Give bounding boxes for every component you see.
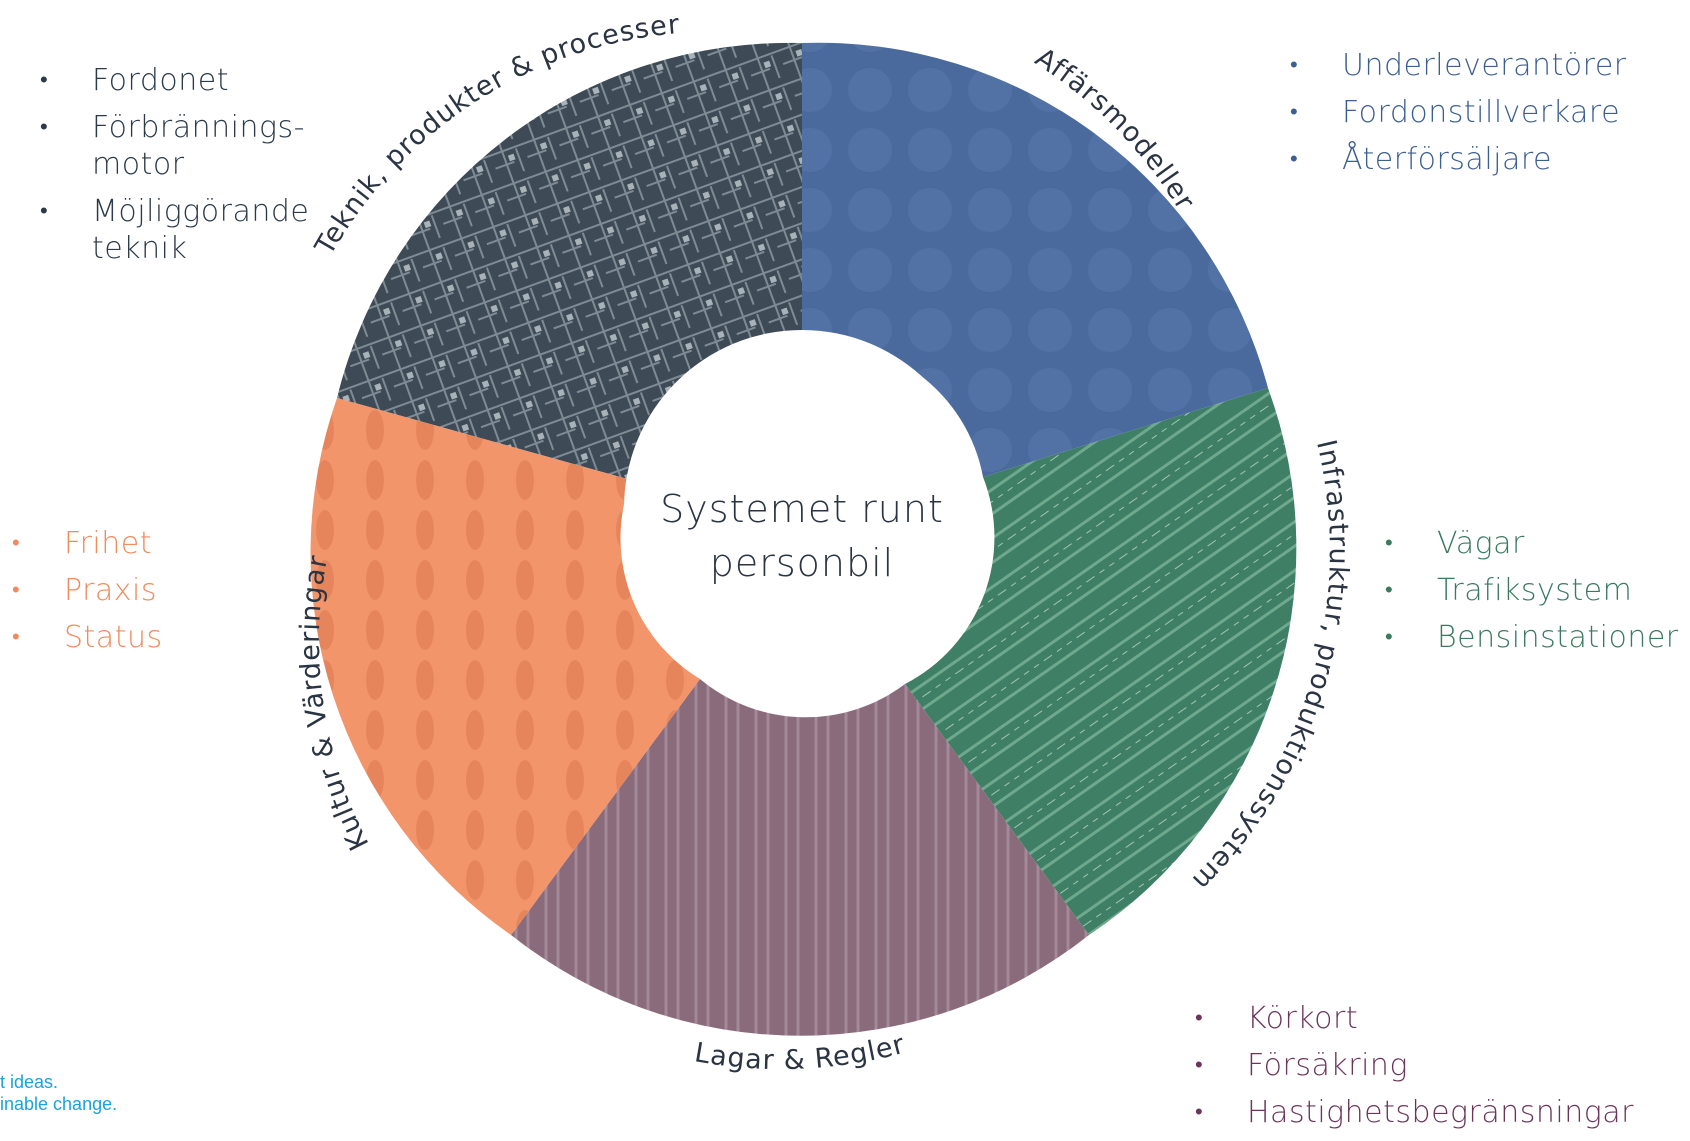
list-item-label: Frihet [64,526,152,561]
list-item-label: Vägar [1437,526,1525,561]
bullet-icon: • [1195,1053,1204,1078]
bullet-icon: • [12,578,21,603]
infra-bullet-list: • Vägar • Trafiksystem • Bensinstationer [1385,525,1690,666]
segment-infra [905,388,1297,935]
list-item: • Försäkring [1195,1047,1690,1084]
center-title: Systemet runt personbil [660,487,944,585]
bullet-icon: • [1385,625,1394,650]
tagline-line-1: t ideas. [0,1072,59,1092]
list-item-label: Möjliggörande teknik [92,194,310,266]
bullet-icon: • [12,625,21,650]
list-item: • Fordonet [40,62,340,99]
center-hub [624,330,980,686]
bullet-icon: • [12,531,21,556]
tagline-line-2: inable change. [0,1094,118,1114]
list-item-label: Praxis [64,573,157,608]
list-item: • Återförsäljare [1290,141,1690,178]
bullet-icon: • [1290,53,1299,78]
tech-bullet-list: • Fordonet • Förbrännings- motor • Möjliggö… [40,62,340,277]
bullet-icon: • [1195,1100,1204,1125]
bullet-icon: • [1385,578,1394,603]
segment-label-laws: Lagar & Regler [692,1029,908,1076]
bullet-icon: • [40,199,49,224]
center-line-2: personbil [710,541,895,585]
laws-bullet-list: • Körkort • Försäkring • Hastighetsbegränsn… [1195,1000,1690,1141]
business-bullet-list: • Underleverantörer • Fordonstillverkare •… [1290,47,1690,188]
list-item-label: Försäkring [1247,1048,1408,1083]
segment-group [310,42,1297,1036]
list-item: • Underleverantörer [1290,47,1690,84]
bullet-icon: • [1290,147,1299,172]
bullet-icon: • [1385,531,1394,556]
bullet-icon: • [40,115,49,140]
list-item-label: Status [64,620,163,655]
list-item-label: Underleverantörer [1342,48,1627,83]
bullet-icon: • [1290,100,1299,125]
list-item: • Frihet [12,525,272,562]
segment-laws [511,679,1089,1036]
list-item: • Bensinstationer [1385,619,1690,656]
list-item-label: Körkort [1247,1001,1359,1036]
list-item-label: Trafiksystem [1437,573,1633,608]
list-item: • Praxis [12,572,272,609]
center-line-1: Systemet runt [660,487,944,531]
list-item: • Hastighetsbegränsningar [1195,1094,1690,1131]
list-item-label: Återförsäljare [1342,142,1552,177]
bullet-icon: • [40,68,49,93]
segment-culture [310,398,700,935]
segment-tech [337,42,802,481]
list-item-label: Förbrännings- motor [92,110,305,182]
culture-bullet-list: • Frihet • Praxis • Status [12,525,272,666]
list-item-label: Bensinstationer [1437,620,1679,655]
list-item: • Möjliggörande teknik [40,193,340,267]
segment-business [802,42,1268,477]
list-item: • Förbrännings- motor [40,109,340,183]
bullet-icon: • [1195,1006,1204,1031]
list-item: • Fordonstillverkare [1290,94,1690,131]
list-item-label: Fordonstillverkare [1342,95,1621,130]
list-item-label: Fordonet [92,63,229,98]
list-item-label: Hastighetsbegränsningar [1247,1095,1634,1130]
list-item: • Trafiksystem [1385,572,1690,609]
list-item: • Vägar [1385,525,1690,562]
list-item: • Status [12,619,272,656]
list-item: • Körkort [1195,1000,1690,1037]
